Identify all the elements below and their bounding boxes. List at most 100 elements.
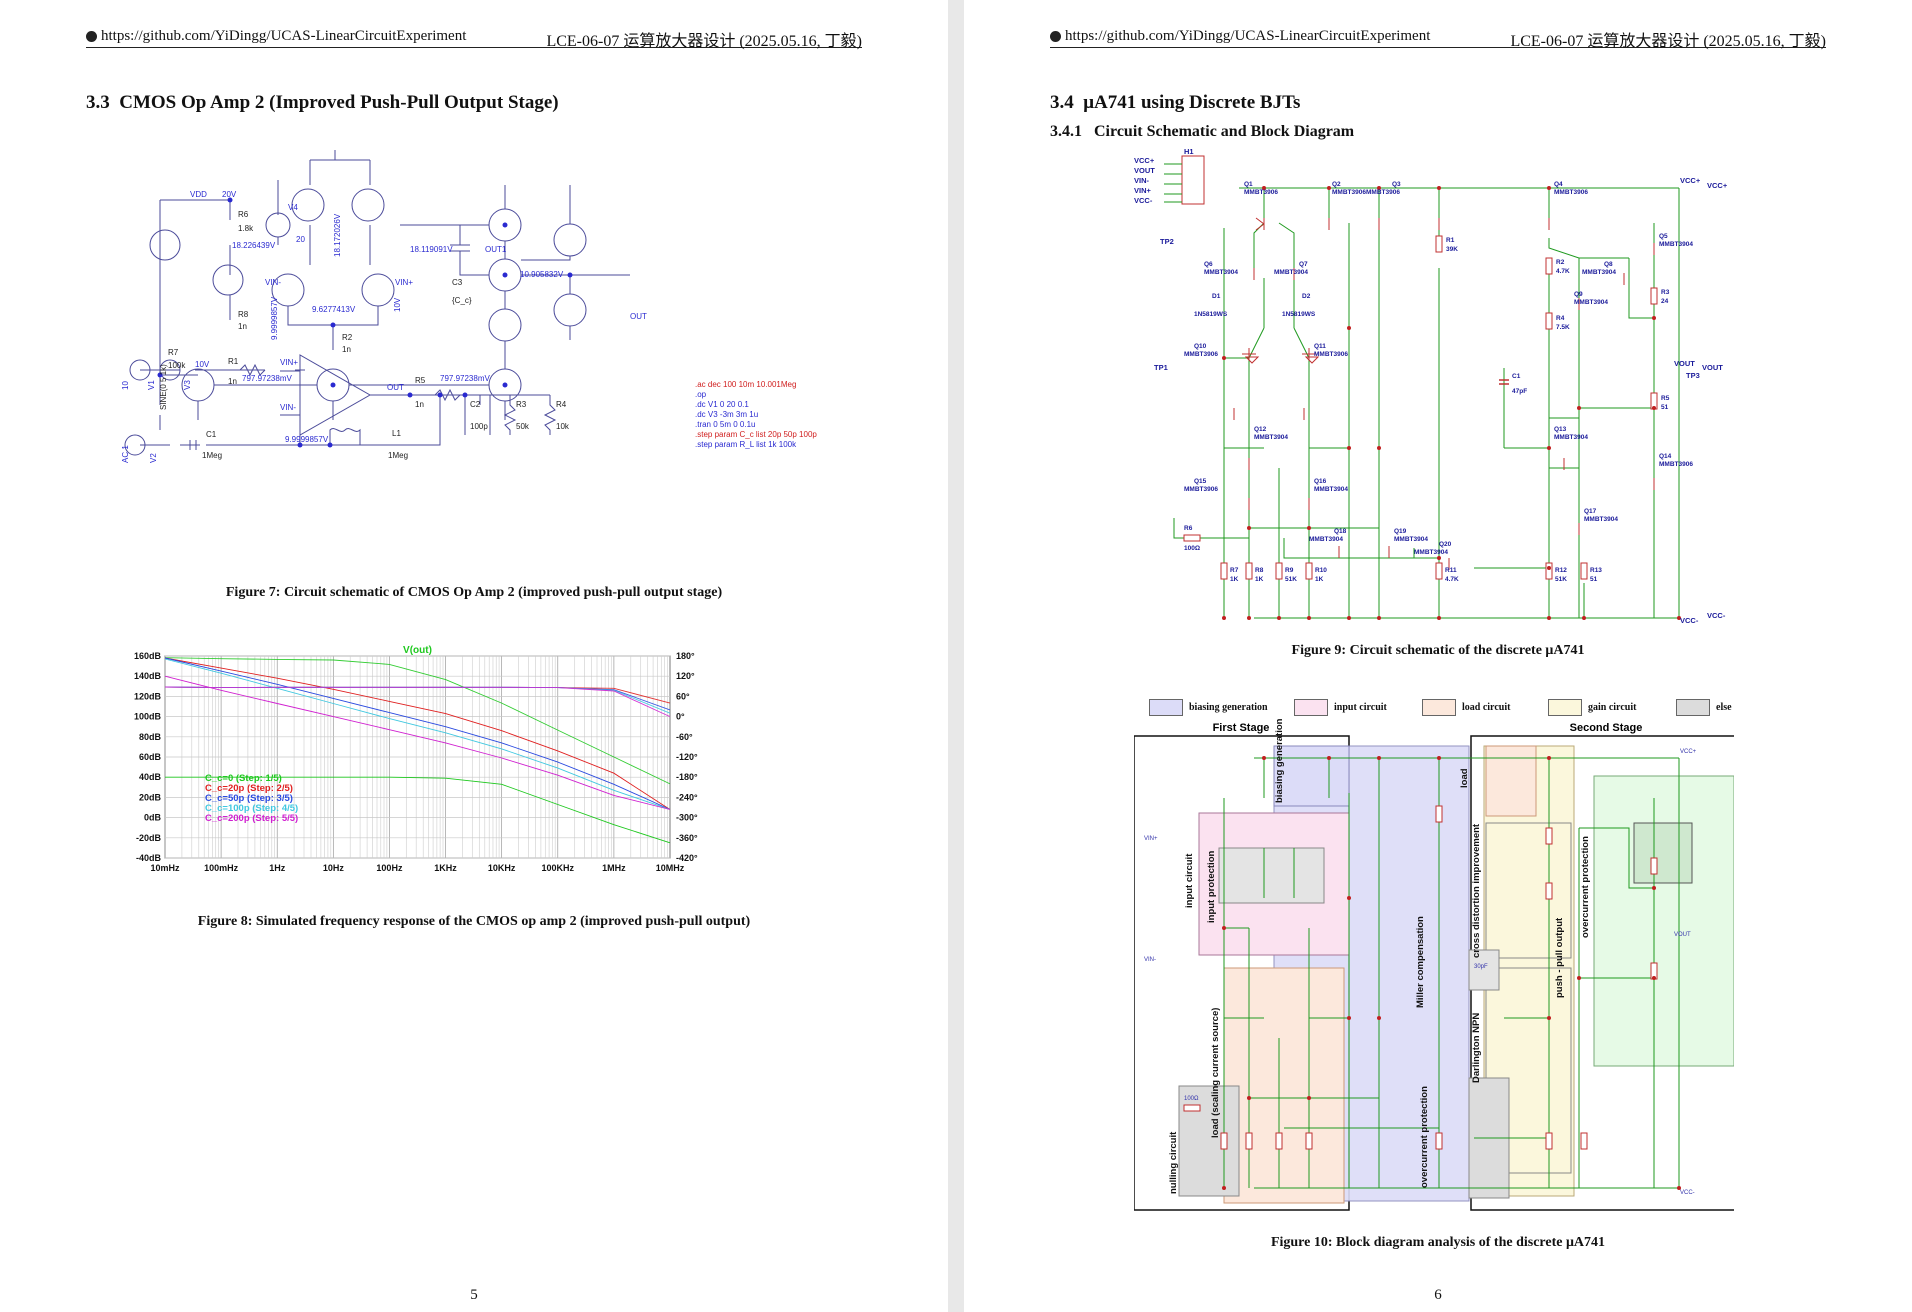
gain-series-line <box>164 657 671 810</box>
biasing-label: biasing generation <box>1274 718 1285 803</box>
legend-entry: C_c=0 (Step: 1/5) <box>205 773 282 784</box>
node-voltage: 10.905832V <box>520 270 564 279</box>
y2-tick-label: -300° <box>676 813 698 823</box>
y2-tick-label: 180° <box>676 651 695 661</box>
r3-label: R3 <box>1661 289 1670 296</box>
node-voltage: 18.172026V <box>333 213 342 257</box>
r4-label: R4 <box>1556 315 1565 322</box>
q10-part: MMBT3906 <box>1184 351 1218 358</box>
vin-minus-port: VIN- <box>1144 957 1156 963</box>
x-tick-label: 10KHz <box>488 863 516 873</box>
chart-title: V(out) <box>403 645 432 656</box>
directive-line: .tran 0 5m 0 0.1u <box>695 420 755 429</box>
r1-label: R1 <box>228 357 239 366</box>
figure10-caption: Figure 10: Block diagram analysis of the… <box>1270 1235 1606 1250</box>
q7-label: Q7 <box>1299 261 1308 268</box>
repo-link[interactable]: https://github.com/YiDingg/UCAS-LinearCi… <box>86 28 466 45</box>
y2-tick-label: -180° <box>676 772 698 782</box>
repo-link[interactable]: https://github.com/YiDingg/UCAS-LinearCi… <box>1050 28 1430 45</box>
d2-label: D2 <box>1302 293 1311 300</box>
left-page: https://github.com/YiDingg/UCAS-LinearCi… <box>0 0 948 1312</box>
c3-label: C3 <box>452 278 463 287</box>
vin-plus-label: VIN+ <box>280 358 298 367</box>
legend-label: else <box>1716 702 1732 713</box>
legend-swatch <box>1548 699 1582 716</box>
r7-label: R7 <box>168 348 179 357</box>
y2-tick-label: -60° <box>676 732 693 742</box>
vout-label: VOUT <box>1674 359 1695 368</box>
subsection-title: Circuit Schematic and Block Diagram <box>1094 123 1355 140</box>
r12-label: R12 <box>1555 567 1567 574</box>
y-tick-label: 140dB <box>134 671 162 681</box>
r5-value: 1n <box>415 400 424 409</box>
q4-part: MMBT3906 <box>1554 189 1588 196</box>
section-title: μA741 using Discrete BJTs <box>1083 92 1301 113</box>
load-label: load <box>1459 768 1470 788</box>
node-voltage: 797.97238mV <box>440 374 490 383</box>
vdd-value: 20V <box>222 190 237 199</box>
x-tick-label: 100Hz <box>376 863 403 873</box>
y-tick-label: 160dB <box>134 651 162 661</box>
legend-swatch <box>1294 699 1328 716</box>
l1-label: L1 <box>392 429 401 438</box>
gain-series-line <box>164 658 671 810</box>
r3-value: 50k <box>516 422 530 431</box>
vcc-plus-label: VCC+ <box>1680 176 1701 185</box>
out-label: OUT <box>630 312 647 321</box>
out1-label: OUT1 <box>485 245 507 254</box>
node-voltage: 18.119091V <box>410 245 453 254</box>
v10-label: 10V <box>195 360 210 369</box>
v4-value: 20 <box>296 235 305 244</box>
q2-label: Q2 <box>1332 181 1341 188</box>
r2-value: 1n <box>342 345 351 354</box>
page-header: https://github.com/YiDingg/UCAS-LinearCi… <box>1050 27 1826 50</box>
gain-series-line <box>164 657 671 810</box>
directive-line: .dc V3 -3m 3m 1u <box>695 410 758 419</box>
cross-distortion-label: cross distortion improvement <box>1471 823 1482 958</box>
section-number: 3.4 <box>1050 92 1074 113</box>
figure7-caption: Figure 7: Circuit schematic of CMOS Op A… <box>225 585 723 600</box>
page-number: 5 <box>470 1287 478 1303</box>
vin-minus-label: VIN- <box>280 403 296 412</box>
q4-label: Q4 <box>1554 181 1563 188</box>
r4-value: 10k <box>556 422 570 431</box>
repo-url[interactable]: https://github.com/YiDingg/UCAS-LinearCi… <box>1065 28 1431 44</box>
figure9-schematic: H1 VCC+ VOUT VIN- VIN+ VCC- VCC+ VCC+ VC… <box>1134 148 1728 625</box>
miller-label: Miller compensation <box>1415 916 1426 1008</box>
q1-label: Q1 <box>1244 181 1253 188</box>
q19-label: Q19 <box>1394 528 1407 535</box>
r12-value: 51K <box>1555 576 1567 583</box>
vcc-minus-label: VCC- <box>1680 616 1699 625</box>
directive-line: .op <box>695 390 707 399</box>
r8-value: 1K <box>1255 576 1264 583</box>
q3-part: MMBT3906 <box>1366 189 1400 196</box>
r6-label: R6 <box>1184 525 1193 532</box>
y-tick-label: 80dB <box>139 732 162 742</box>
r7-value: 100k <box>168 361 186 370</box>
vin-plus-port: VIN+ <box>1144 836 1158 842</box>
h1-label: H1 <box>1184 148 1194 156</box>
r8-label: R8 <box>1255 567 1264 574</box>
repo-url[interactable]: https://github.com/YiDingg/UCAS-LinearCi… <box>101 28 467 44</box>
figure10-block-diagram: First Stage Second Stage <box>1134 718 1734 1211</box>
x-tick-label: 10Hz <box>323 863 345 873</box>
q20-part: MMBT3904 <box>1414 549 1448 556</box>
directive-line: .dc V1 0 20 0.1 <box>695 400 749 409</box>
first-stage-label: First Stage <box>1213 722 1270 734</box>
y-tick-label: 0dB <box>144 813 162 823</box>
v1-value: 10 <box>121 381 130 390</box>
vcc-minus-label: VCC- <box>1680 1190 1695 1196</box>
legend-swatch <box>1676 699 1710 716</box>
q17-part: MMBT3904 <box>1584 516 1618 523</box>
q14-part: MMBT3906 <box>1659 461 1693 468</box>
r1-value: 1n <box>228 377 237 386</box>
y2-tick-label: 0° <box>676 712 685 722</box>
q6-label: Q6 <box>1204 261 1213 268</box>
vcc-plus-label: VCC+ <box>1680 749 1697 755</box>
ac-source: AC 1 <box>121 445 130 463</box>
vcc-plus-port: VCC+ <box>1707 181 1728 190</box>
q6-part: MMBT3904 <box>1204 269 1238 276</box>
r11-label: R11 <box>1445 567 1457 574</box>
legend-label: load circuit <box>1462 702 1511 713</box>
